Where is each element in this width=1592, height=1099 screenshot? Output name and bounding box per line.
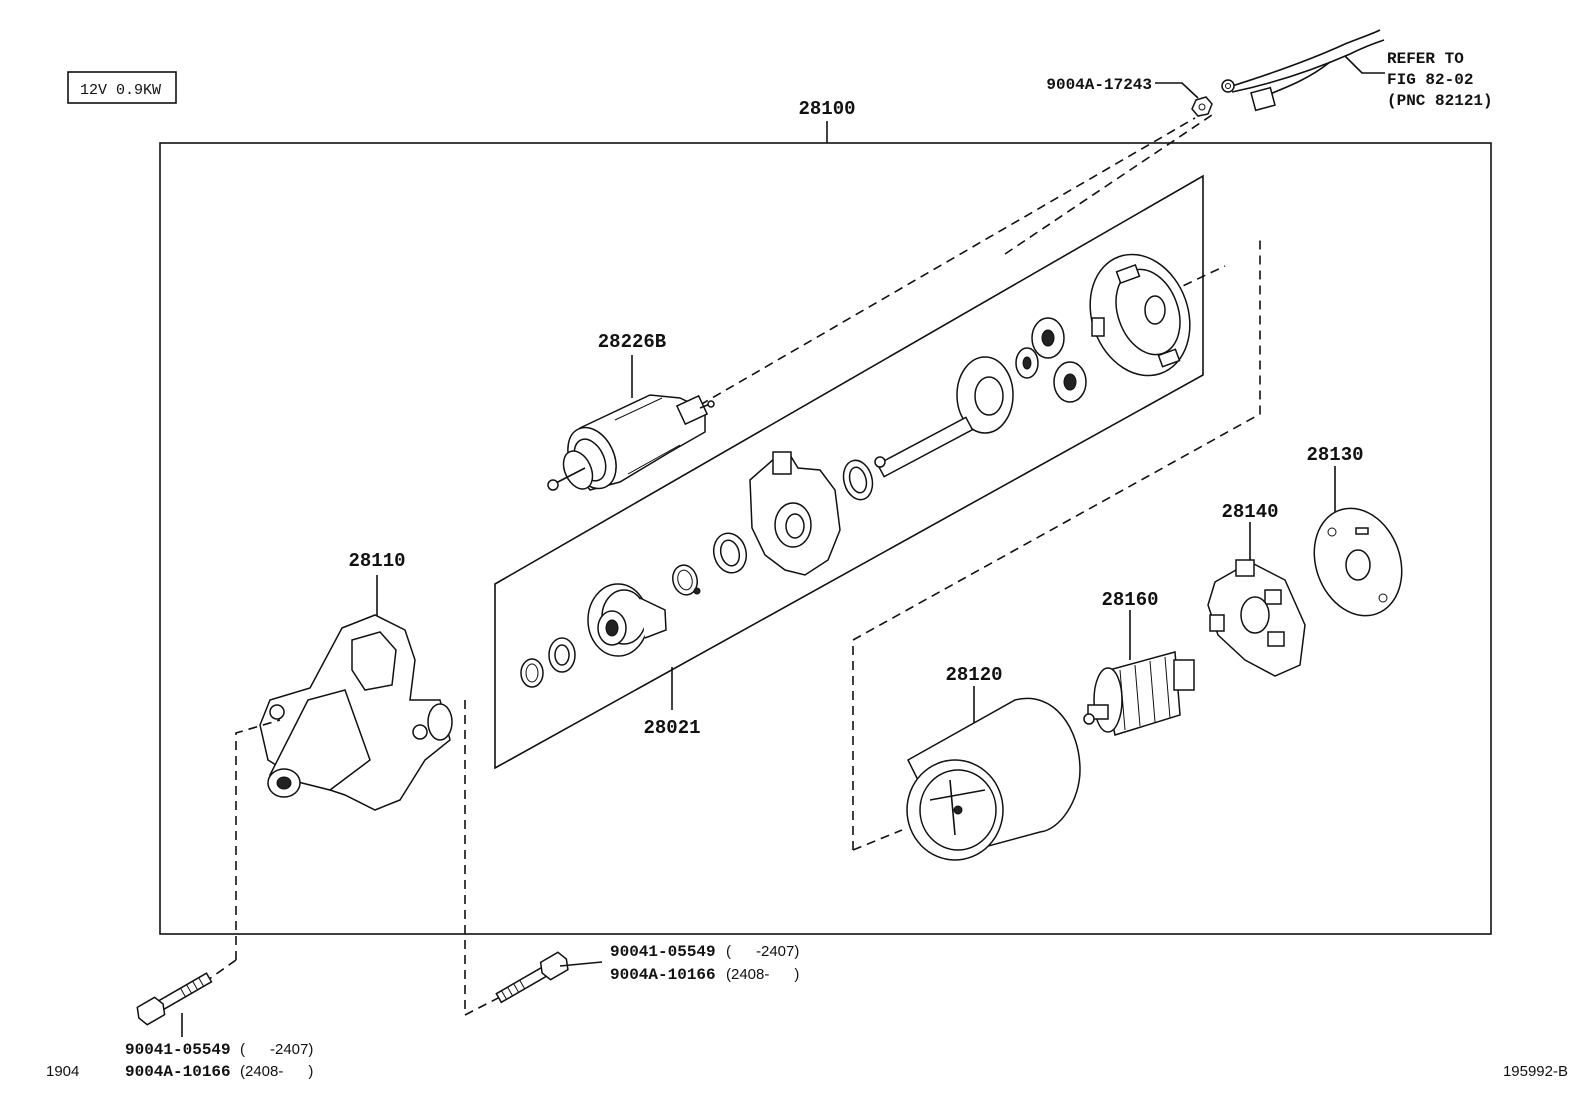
planetary-gears: [1015, 317, 1087, 403]
solenoid: 28226B: [547, 331, 715, 491]
label-28110: 28110: [348, 550, 405, 572]
left-bolt-range2: (2408- ): [240, 1063, 313, 1080]
front-housing: 28110: [259, 550, 453, 811]
left-bolt-range1: ( -2407): [240, 1041, 313, 1058]
label-28140: 28140: [1221, 501, 1278, 523]
drive-rings: [672, 532, 748, 596]
refer-line-3: (PNC 82121): [1387, 92, 1493, 110]
yoke: 28120: [906, 664, 1081, 861]
assembly-label: 28100: [798, 98, 855, 120]
right-bolt: 90041-05549 ( -2407) 9004A-10166 (2408- …: [464, 700, 799, 1016]
wiring-harness: [1221, 29, 1385, 112]
solenoid-wire-dash: [699, 117, 1196, 406]
right-bolt-range1: ( -2407): [726, 943, 799, 960]
label-28226B: 28226B: [598, 331, 666, 353]
refer-line-2: FIG 82-02: [1387, 71, 1473, 89]
planetary-shaft: [874, 356, 1014, 478]
clutch-pinion: [587, 583, 667, 657]
label-28130: 28130: [1306, 444, 1363, 466]
motor-dashed-region: [852, 240, 1261, 851]
end-frame: 28130: [1306, 444, 1403, 617]
brush-holder: 28140: [1207, 501, 1306, 677]
right-bolt-pn2: 9004A-10166: [610, 966, 716, 984]
ring-gear-housing: [1089, 253, 1191, 377]
label-28021: 28021: [643, 717, 700, 739]
front-rings: [520, 637, 576, 688]
lever-bracket: [749, 451, 841, 576]
left-bolt-pn2: 9004A-10166: [125, 1063, 231, 1081]
wiring-callouts: 9004A-17243 REFER TO FIG 82-02 (PNC 8212…: [1046, 50, 1492, 110]
nut-part-number: 9004A-17243: [1046, 76, 1152, 94]
spec-box-text: 12V 0.9KW: [80, 82, 161, 99]
assembly-frame: 28100: [159, 98, 1492, 935]
label-28160: 28160: [1101, 589, 1158, 611]
terminal-dash: [1004, 112, 1216, 255]
left-bolt: 90041-05549 ( -2407) 9004A-10166 (2408- …: [125, 719, 313, 1081]
footer-right-code: 195992-B: [1503, 1063, 1568, 1080]
drive-kit-panel: 28021: [494, 174, 1204, 770]
gear-dash: [1169, 265, 1226, 293]
label-28120: 28120: [945, 664, 1002, 686]
armature: 28160: [1083, 589, 1195, 736]
right-bolt-pn1: 90041-05549: [610, 943, 716, 961]
left-bolt-pn1: 90041-05549: [125, 1041, 231, 1059]
terminal-nut: [1191, 96, 1213, 117]
right-bolt-range2: (2408- ): [726, 966, 799, 983]
footer-left-code: 1904: [46, 1063, 79, 1080]
spec-box: 12V 0.9KW: [67, 71, 177, 104]
refer-line-1: REFER TO: [1387, 50, 1464, 68]
washer: [842, 459, 874, 501]
